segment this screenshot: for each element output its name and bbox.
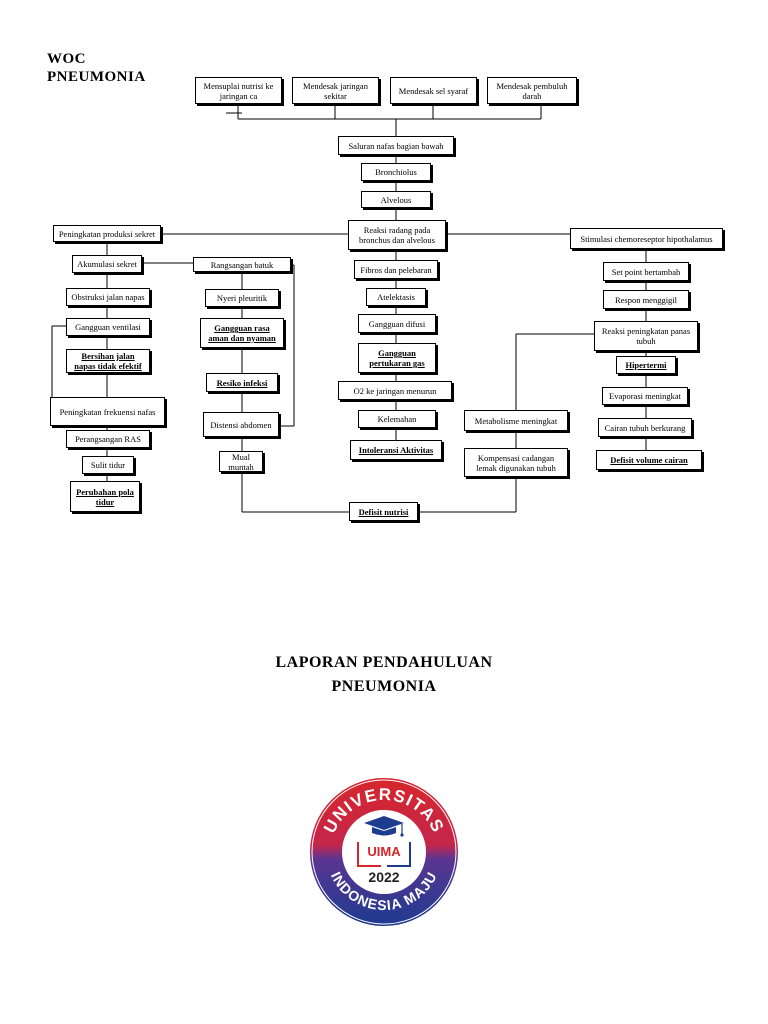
node-peningkatan-panas: Reaksi peningkatan panas tubuh	[594, 321, 698, 351]
node-distensi-abdomen: Distensi abdomen	[203, 412, 279, 437]
node-kompensasi-lemak: Kompensasi cadangan lemak digunakan tubu…	[464, 448, 568, 477]
diagnosis-rasa-aman: Gangguan rasa aman dan nyaman	[200, 318, 284, 348]
heading-line-2: PNEUMONIA	[47, 69, 146, 85]
diagnosis-perubahan-pola-tidur: Perubahan pola tidur	[70, 481, 140, 512]
node-perangsangan-ras: Perangsangan RAS	[66, 430, 150, 448]
node-desak-syaraf: Mendesak sel syaraf	[390, 77, 477, 104]
diagnosis-resiko-infeksi: Resiko infeksi	[206, 373, 278, 392]
node-alvelous: Alvelous	[361, 191, 431, 208]
logo-year: 2022	[368, 869, 399, 885]
node-metabolisme: Metabolisme meningkat	[464, 410, 568, 431]
graduation-cap-icon	[364, 816, 404, 837]
report-title-line-1: LAPORAN PENDAHULUAN	[275, 654, 493, 671]
node-evaporasi: Evaporasi meningkat	[602, 387, 688, 405]
node-gangguan-ventilasi: Gangguan ventilasi	[66, 318, 150, 336]
node-set-point: Set point bertambah	[603, 262, 689, 281]
diagnosis-intoleransi-aktivitas: Intoleransi Aktivitas	[350, 440, 442, 460]
node-reaksi-radang: Reaksi radang pada bronchus dan alvelous	[348, 220, 446, 250]
node-desak-pembuluh: Mendesak pembuluh darah	[487, 77, 577, 104]
diagnosis-defisit-nutrisi: Defisit nutrisi	[349, 502, 418, 521]
book-icon	[357, 842, 411, 867]
node-sulit-tidur: Sulit tidur	[82, 456, 134, 474]
diagnosis-pertukaran-gas: Gangguan pertukaran gas	[358, 343, 436, 373]
logo-acronym: UIMA	[367, 844, 401, 859]
heading-woc: WOC PNEUMONIA	[47, 50, 146, 86]
diagnosis-defisit-volume-cairan: Defisit volume cairan	[596, 450, 702, 470]
diagnosis-hipertermi: Hipertermi	[616, 356, 676, 374]
node-kelemahan: Kelemahan	[358, 410, 436, 428]
report-title-line-2: PNEUMONIA	[331, 678, 437, 695]
node-cairan-berkurang: Cairan tubuh berkurang	[598, 418, 692, 437]
node-mual-muntah: Mual muntah	[219, 451, 263, 472]
node-desak-jaringan: Mendesak jaringan sekitar	[292, 77, 379, 104]
node-rangsangan-batuk: Rangsangan batuk	[193, 257, 291, 272]
node-atelektasis: Atelektasis	[366, 288, 426, 306]
node-o2-menurun: O2 ke jaringan menurun	[338, 381, 452, 400]
heading-line-1: WOC	[47, 51, 86, 67]
node-gangguan-difusi: Gangguan difusi	[358, 314, 436, 333]
node-saluran-nafas: Saluran nafas bagian bawah	[338, 136, 454, 155]
node-stimulasi-chemoreseptor: Stimulasi chemoreseptor hipothalamus	[570, 228, 723, 249]
node-suplai-nutrisi: Mensuplai nutrisi ke jaringan ca	[195, 77, 282, 104]
node-obstruksi: Obstruksi jalan napas	[66, 288, 150, 306]
node-frekuensi-nafas: Peningkatan frekuensi nafas	[50, 397, 165, 426]
node-respon-menggigil: Respon menggigil	[603, 290, 689, 309]
university-logo: UNIVERSITAS INDONESIA MAJU UIMA 2022	[310, 778, 458, 926]
node-nyeri-pleuritik: Nyeri pleuritik	[205, 289, 279, 307]
node-produksi-sekret: Peningkatan produksi sekret	[53, 225, 161, 242]
diagnosis-bersihan-jalan-napas: Bersihan jalan napas tidak efektif	[66, 349, 150, 373]
node-bronchiolus: Bronchiolus	[361, 163, 431, 181]
node-fibros: Fibros dan pelebaran	[354, 260, 438, 279]
node-akumulasi-sekret: Akumulasi sekret	[72, 255, 142, 273]
